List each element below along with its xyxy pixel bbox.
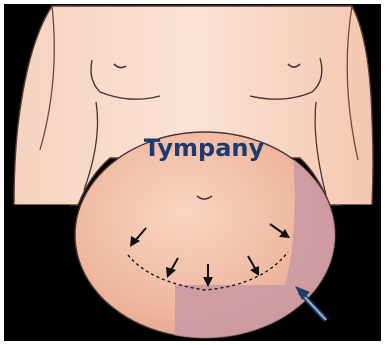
tympany-label: Tympany [144, 134, 265, 162]
left-arm-shadow [4, 205, 70, 341]
